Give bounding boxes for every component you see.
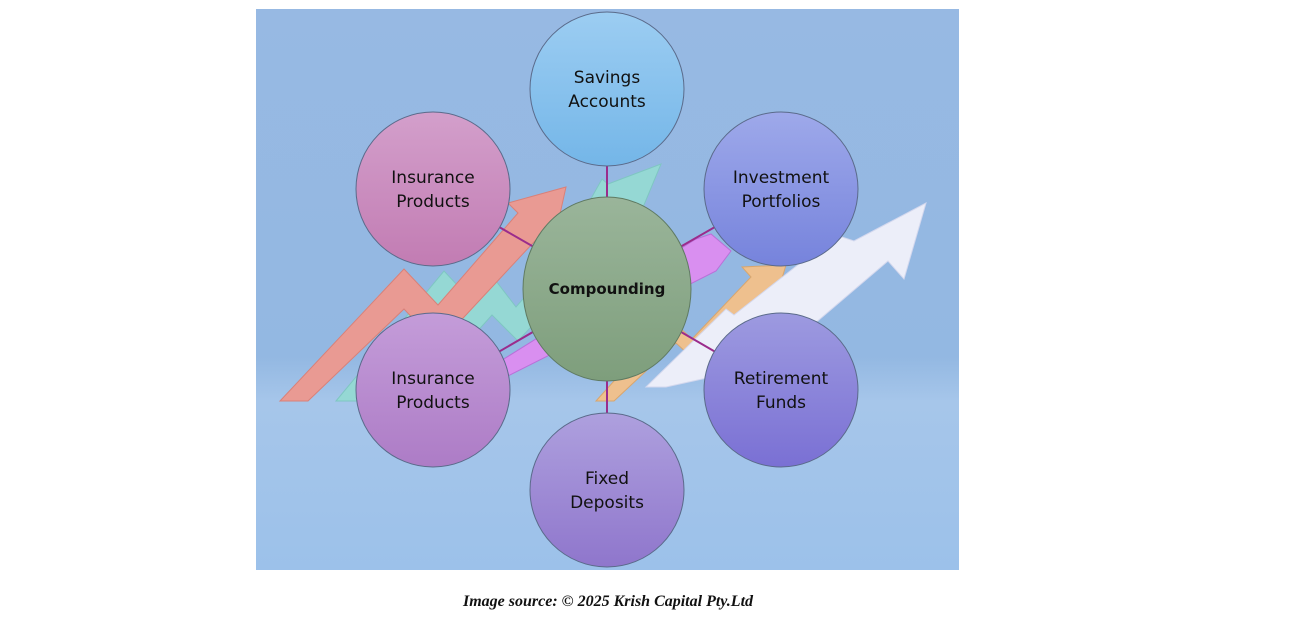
node-label-line: Fixed xyxy=(585,469,629,489)
node-label-line: Retirement xyxy=(734,369,829,389)
node-circle xyxy=(703,111,859,267)
node-label-line: Products xyxy=(396,393,470,413)
node-label-line: Investment xyxy=(733,168,830,188)
node-circle xyxy=(529,412,685,568)
node-circle xyxy=(529,11,685,167)
image-source-caption: Image source: © 2025 Krish Capital Pty.L… xyxy=(462,593,754,610)
node-label-line: Insurance xyxy=(391,369,474,389)
diagram-canvas: SavingsAccountsInvestmentPortfoliosRetir… xyxy=(256,9,959,570)
node-label-line: Deposits xyxy=(570,493,644,513)
node-label-line: Savings xyxy=(574,68,641,88)
node-label-line: Insurance xyxy=(391,168,474,188)
center-node: Compounding xyxy=(522,196,692,382)
node-label-line: Portfolios xyxy=(742,192,821,212)
node-circle xyxy=(703,312,859,468)
center-label: Compounding xyxy=(549,280,666,298)
nodes: SavingsAccountsInvestmentPortfoliosRetir… xyxy=(355,11,859,568)
node-label-line: Accounts xyxy=(568,92,646,112)
node-label-line: Funds xyxy=(756,393,806,413)
node-label-line: Products xyxy=(396,192,470,212)
node-circle xyxy=(355,111,511,267)
node-circle xyxy=(355,312,511,468)
